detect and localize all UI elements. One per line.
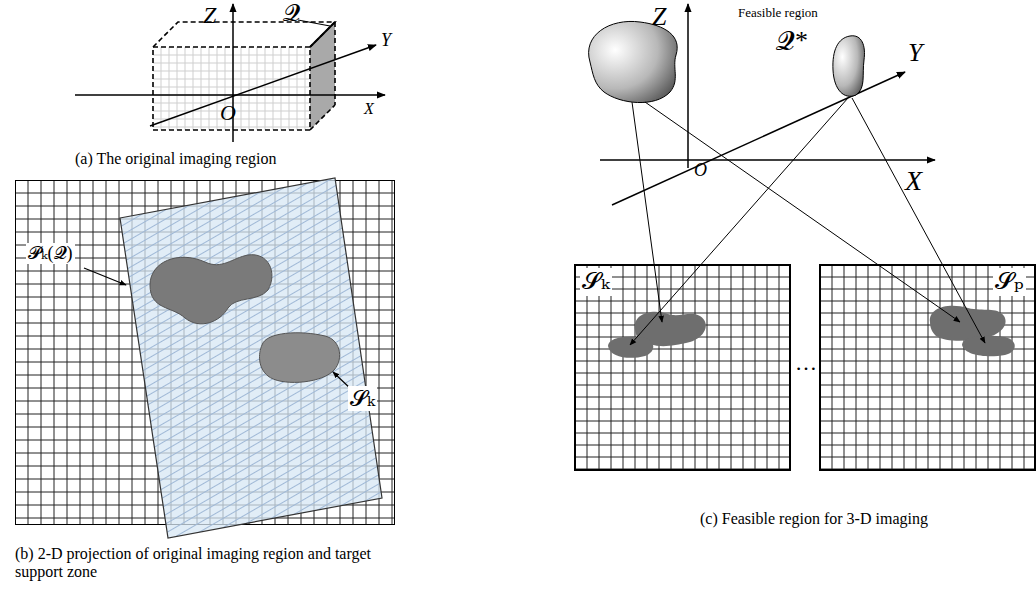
note-label: Feasible region xyxy=(738,6,818,21)
axis-label: Y xyxy=(908,38,922,68)
axis-label: Z xyxy=(203,2,216,30)
target-blob xyxy=(260,333,340,383)
imaging-box xyxy=(153,22,335,130)
origin-label: O xyxy=(694,160,707,181)
origin-label: O xyxy=(220,100,236,125)
leader-line xyxy=(84,268,126,285)
caption: (b) 2-D projection of original imaging r… xyxy=(15,545,415,582)
projection-ray xyxy=(630,98,985,345)
region-label: 𝓠* xyxy=(776,26,808,56)
grid-lines xyxy=(153,47,310,130)
plane-label: 𝓢ₚ xyxy=(993,268,1026,296)
feasible-blob xyxy=(589,21,678,102)
shadow-blob xyxy=(962,336,1015,357)
image-plane xyxy=(820,265,1035,470)
grid-lines xyxy=(820,265,1035,470)
caption: (a) The original imaging region xyxy=(75,150,276,168)
grid-lines xyxy=(575,265,790,470)
axis-label: X xyxy=(364,100,374,118)
projected-region xyxy=(120,178,382,538)
region-label: 𝓠 xyxy=(283,0,300,28)
target-blob xyxy=(150,255,272,324)
feasible-blob xyxy=(833,36,865,96)
axis-label: X xyxy=(905,165,922,197)
ellipsis: … xyxy=(795,350,817,375)
image-plane xyxy=(575,265,790,470)
region-label: 𝓢ₖ xyxy=(348,386,377,411)
axis-label: Z xyxy=(652,2,666,32)
plane-label: 𝓢ₖ xyxy=(580,268,612,296)
axes xyxy=(75,4,385,142)
axis-label: Y xyxy=(381,30,391,51)
region-label: 𝓟ₖ(𝓠) xyxy=(26,243,75,264)
caption: (c) Feasible region for 3-D imaging xyxy=(700,510,928,528)
shadow-blob xyxy=(608,336,653,357)
